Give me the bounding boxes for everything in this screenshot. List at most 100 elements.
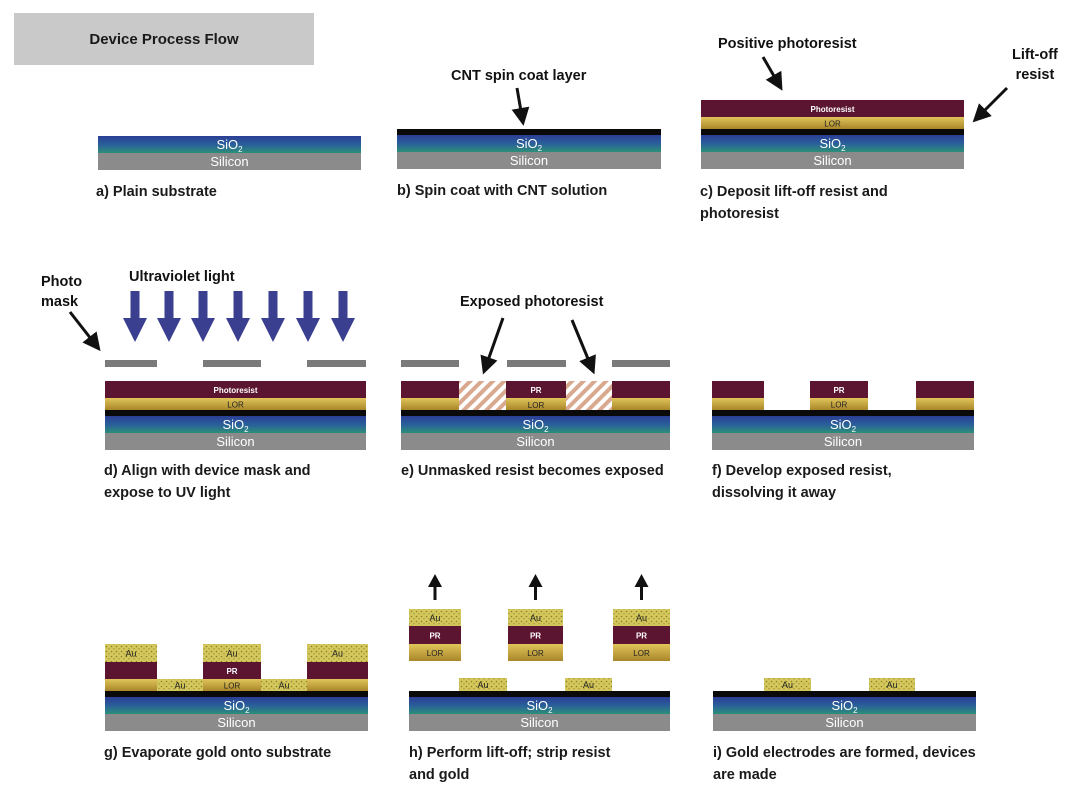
silicon-label: Silicon	[824, 434, 862, 449]
silicon-layer	[712, 433, 974, 450]
silicon-layer	[105, 714, 368, 731]
exposed-resist-right	[566, 381, 612, 410]
silicon-layer	[713, 714, 976, 731]
liftoff-resist-arrow	[972, 86, 1009, 123]
silicon-layer	[409, 714, 670, 731]
photoresist-layer	[613, 626, 670, 644]
gold-layer	[157, 679, 203, 691]
gold-layer	[459, 678, 507, 691]
cnt-layer	[409, 691, 670, 697]
sio2-label: SiO2	[831, 698, 858, 715]
photoresist-layer	[701, 100, 964, 117]
photo-mask-segment	[401, 360, 459, 367]
lor-label: LOR	[528, 401, 545, 410]
lor-label: LOR	[824, 120, 841, 129]
cnt-layer	[397, 129, 661, 135]
photoresist-layer	[105, 381, 366, 398]
gold-label: Au	[530, 613, 541, 623]
uv-arrow-head	[296, 318, 320, 342]
photoresist-label: PR	[636, 632, 647, 641]
gold-layer	[105, 644, 157, 662]
gold-label: Au	[429, 613, 440, 623]
gold-label: Au	[226, 649, 237, 659]
silicon-layer	[98, 153, 361, 170]
lor-layer	[508, 644, 563, 661]
lor-layer	[701, 117, 964, 129]
exposed-arrow-left	[480, 317, 505, 375]
sio2-label: SiO2	[222, 417, 249, 434]
lor-layer	[105, 398, 366, 410]
lor-layer	[203, 679, 261, 691]
lor-layer	[307, 679, 368, 691]
photo-mask-segment	[507, 360, 566, 367]
photoresist-layer	[307, 662, 368, 679]
gold-label: Au	[125, 649, 136, 659]
cnt-layer	[105, 410, 366, 416]
sio2-layer	[701, 135, 964, 152]
silicon-label: Silicon	[210, 154, 248, 169]
sio2-label: SiO2	[522, 417, 549, 434]
exposed-photoresist-label: Exposed photoresist	[460, 294, 604, 310]
photoresist-layer	[409, 626, 461, 644]
lor-layer	[810, 398, 868, 410]
gold-layer	[613, 609, 670, 626]
photo-mask-segment	[105, 360, 157, 367]
silicon-layer	[701, 152, 964, 169]
positive-photoresist-arrow	[761, 56, 783, 91]
gold-label: Au	[583, 680, 594, 690]
page-title-box: Device Process Flow	[14, 13, 314, 65]
uv-arrow-head	[191, 318, 215, 342]
step-e-caption: e) Unmasked resist becomes exposed	[401, 463, 664, 479]
lor-label: LOR	[224, 682, 241, 691]
cnt-layer	[713, 691, 976, 697]
photo-mask-segment	[203, 360, 261, 367]
photoresist-layer	[105, 662, 157, 679]
photo-mask-arrow	[68, 311, 101, 352]
silicon-layer	[397, 152, 661, 169]
gold-layer	[261, 679, 307, 691]
page-title: Device Process Flow	[89, 30, 239, 48]
uv-light-label: Ultraviolet light	[129, 269, 235, 285]
photoresist-label: Photoresist	[213, 386, 257, 395]
sio2-label: SiO2	[216, 137, 243, 154]
sio2-label: SiO2	[223, 698, 250, 715]
silicon-label: Silicon	[520, 715, 558, 730]
photoresist-label: PR	[226, 667, 237, 676]
gold-layer	[307, 644, 368, 662]
photoresist-label: Photoresist	[810, 105, 854, 114]
uv-arrow-head	[123, 318, 147, 342]
silicon-layer	[105, 433, 366, 450]
gold-layer	[203, 644, 261, 662]
gold-label: Au	[782, 680, 793, 690]
sio2-label: SiO2	[526, 698, 553, 715]
gold-layer	[409, 609, 461, 626]
gold-layer	[565, 678, 612, 691]
lor-layer	[409, 644, 461, 661]
sio2-label: SiO2	[819, 136, 846, 153]
cnt-layer	[712, 410, 974, 416]
photo-mask-segment	[307, 360, 366, 367]
step-g-caption: g) Evaporate gold onto substrate	[104, 745, 332, 761]
photoresist-layer	[508, 626, 563, 644]
silicon-label: Silicon	[813, 153, 851, 168]
gold-label: Au	[174, 681, 185, 691]
cnt-layer	[401, 410, 670, 416]
exposed-arrow-right	[570, 319, 596, 375]
gold-label: Au	[278, 681, 289, 691]
sio2-layer	[712, 416, 974, 433]
photoresist-label: PR	[833, 386, 844, 395]
pr-label: PR	[530, 386, 541, 395]
uv-arrow-head	[226, 318, 250, 342]
silicon-label: Silicon	[825, 715, 863, 730]
silicon-label: Silicon	[516, 434, 554, 449]
lor-layer	[105, 679, 157, 691]
sio2-layer	[713, 697, 976, 714]
lor-layer	[613, 644, 670, 661]
exposed-resist-left	[459, 381, 506, 410]
lor-label: LOR	[831, 401, 848, 410]
